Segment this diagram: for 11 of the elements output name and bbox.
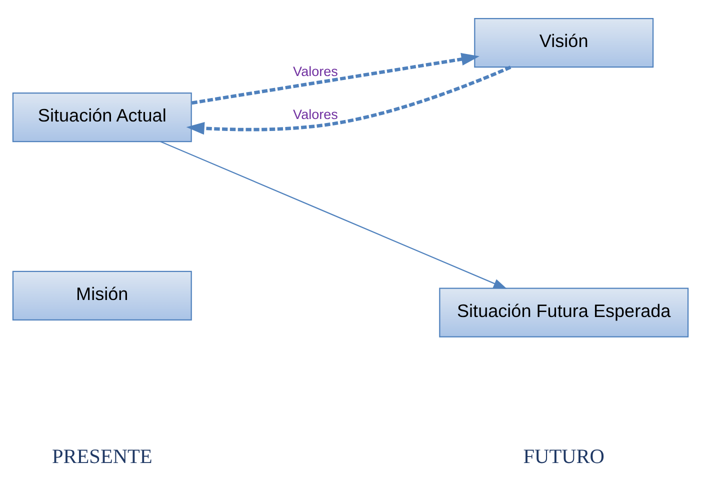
label: FUTURO [523, 446, 604, 468]
arrow [160, 140, 508, 288]
node-box: Visión [474, 17, 654, 68]
node-box: Misión [12, 270, 192, 320]
edge-label: Valores [293, 64, 338, 79]
edge-label: Valores [293, 106, 338, 122]
label: PRESENTE [52, 446, 152, 468]
arrow [192, 52, 480, 104]
node-box: Situación Actual [12, 92, 192, 142]
arrow [186, 65, 512, 134]
node-box: Situación Futura Esperada [439, 287, 689, 337]
